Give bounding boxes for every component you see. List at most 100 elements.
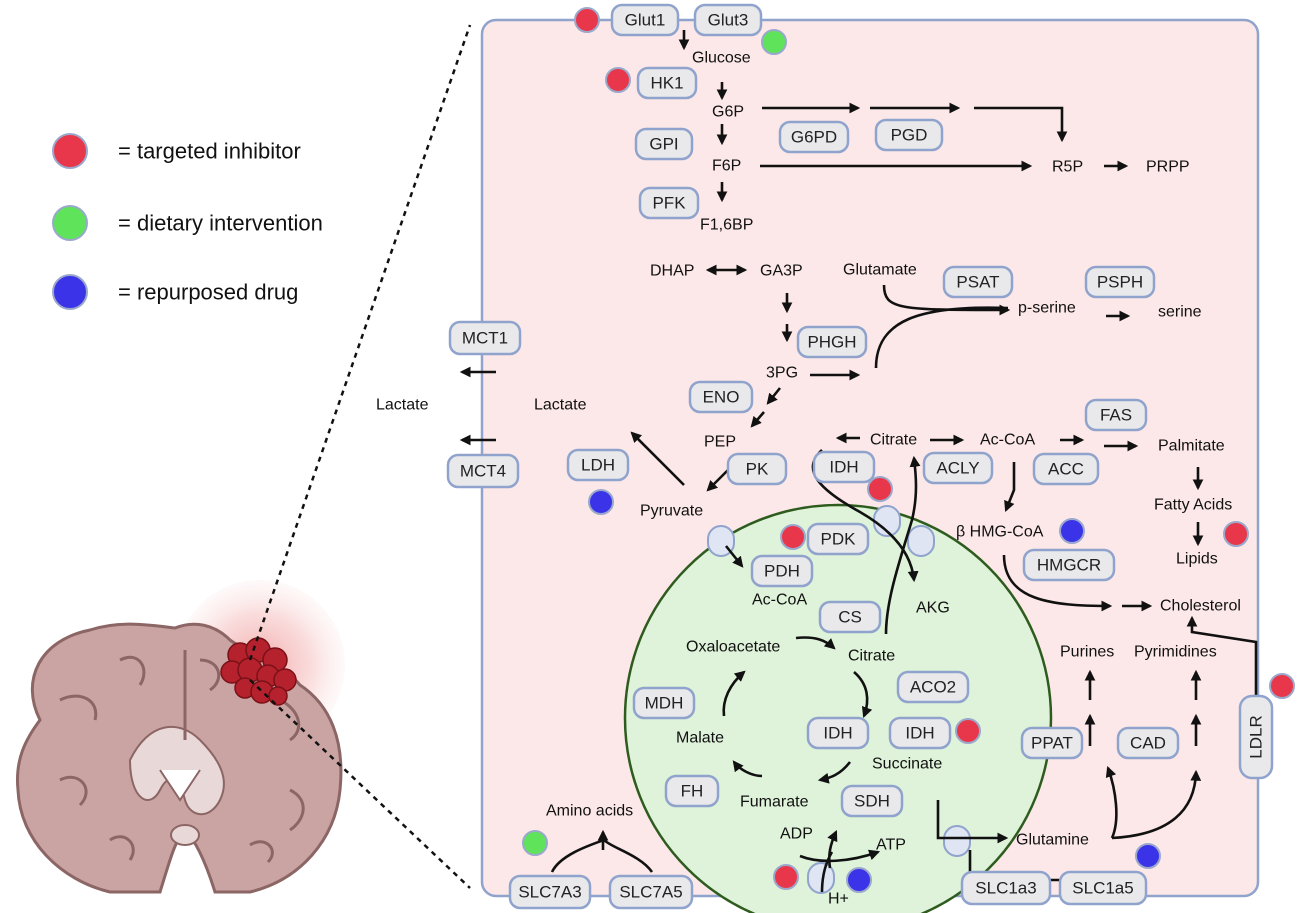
enzyme-acly: ACLY	[922, 451, 994, 485]
svg-text:MCT4: MCT4	[460, 462, 506, 481]
legend-green-dot-icon	[52, 205, 88, 241]
dietary-dot-icon-glucose	[761, 29, 787, 55]
svg-text:CAD: CAD	[1130, 734, 1166, 753]
metabolite-p-serine: p-serine	[1018, 300, 1076, 317]
enzyme-mdh: MDH	[632, 686, 696, 720]
enzyme-ldlr: LDLR	[1238, 694, 1274, 780]
enzyme-cad: CAD	[1116, 726, 1180, 760]
enzyme-slc7a5: SLC7A5	[608, 874, 694, 910]
repurposed-dot-icon-glutamine	[1135, 843, 1161, 869]
enzyme-slc1a3: SLC1a3	[960, 870, 1052, 906]
enzyme-pfk: PFK	[638, 186, 700, 220]
svg-text:PFK: PFK	[652, 194, 686, 213]
metabolite-3pg: 3PG	[766, 365, 798, 382]
metabolite-citrate-mito: Citrate	[848, 648, 895, 665]
svg-text:IDH: IDH	[829, 458, 858, 477]
svg-text:SDH: SDH	[854, 792, 890, 811]
metabolite-glucose: Glucose	[692, 50, 751, 67]
inhibitor-dot-icon-lipids	[1223, 521, 1249, 547]
repurposed-dot-icon-hmgcr	[1059, 518, 1085, 544]
metabolite-amino-acids: Amino acids	[546, 803, 633, 820]
inhibitor-dot-icon-ldlr	[1269, 673, 1295, 699]
enzyme-psat: PSAT	[942, 265, 1014, 299]
enzyme-g6pd: G6PD	[778, 120, 850, 154]
enzyme-pgd: PGD	[874, 118, 944, 152]
repurposed-dot-icon-atp-synthase	[846, 867, 872, 893]
metabolite-lactate-out: Lactate	[376, 397, 429, 414]
svg-text:FH: FH	[681, 782, 704, 801]
metabolite-serine: serine	[1158, 304, 1202, 321]
svg-text:IDH: IDH	[823, 724, 852, 743]
metabolite-adp: ADP	[780, 826, 813, 843]
svg-text:HMGCR: HMGCR	[1037, 556, 1101, 575]
metabolite-succinate: Succinate	[872, 756, 942, 773]
enzyme-pk: PK	[726, 452, 788, 486]
enzyme-eno: ENO	[688, 380, 754, 414]
mitochondrion	[623, 503, 1053, 913]
svg-text:SLC1a5: SLC1a5	[1072, 879, 1133, 898]
metabolite-palmitate: Palmitate	[1158, 438, 1225, 455]
inhibitor-dot-icon-glut1	[574, 7, 600, 33]
enzyme-slc1a5: SLC1a5	[1058, 870, 1148, 906]
enzyme-mct4: MCT4	[446, 453, 520, 489]
metabolite-atp: ATP	[876, 837, 906, 854]
enzyme-phgh: PHGH	[796, 325, 868, 359]
svg-text:ENO: ENO	[703, 388, 740, 407]
metabolite-dhap: DHAP	[650, 263, 694, 280]
svg-text:LDH: LDH	[581, 456, 615, 475]
svg-text:PSAT: PSAT	[956, 273, 999, 292]
svg-text:PHGH: PHGH	[807, 333, 856, 352]
enzyme-idh-cytosolic: IDH	[812, 450, 876, 484]
metabolite-f16bp: F1,6BP	[700, 217, 753, 234]
metabolite-purines: Purines	[1060, 644, 1114, 661]
zoom-line-bottom	[249, 679, 471, 889]
metabolite-glutamine: Glutamine	[1016, 832, 1089, 849]
svg-text:IDH: IDH	[905, 724, 934, 743]
svg-text:PK: PK	[746, 460, 769, 479]
svg-text:Glut1: Glut1	[625, 11, 666, 30]
svg-text:SLC7A3: SLC7A3	[518, 883, 581, 902]
enzyme-pdk: PDK	[806, 522, 870, 556]
svg-text:SLC1a3: SLC1a3	[975, 879, 1036, 898]
enzyme-cs: CS	[818, 600, 882, 634]
metabolite-citrate-cyto: Citrate	[870, 432, 917, 449]
metabolite-pep: PEP	[704, 434, 736, 451]
metabolite-ga3p: GA3P	[760, 263, 803, 280]
enzyme-glut3: Glut3	[693, 3, 763, 37]
svg-text:SLC7A5: SLC7A5	[619, 883, 682, 902]
repurposed-dot-icon-ldh	[588, 489, 614, 515]
enzyme-sdh: SDH	[840, 784, 904, 818]
inhibitor-dot-icon-idh-mito	[955, 718, 981, 744]
metabolite-pyruvate: Pyruvate	[640, 503, 703, 520]
metabolite-g6p: G6P	[712, 104, 744, 121]
enzyme-hmgcr: HMGCR	[1022, 548, 1116, 582]
brain-illustration-icon	[15, 580, 345, 894]
svg-text:ACO2: ACO2	[910, 678, 956, 697]
metabolite-lactate-in: Lactate	[534, 397, 587, 414]
metabolite-acetyl-coa-mito: Ac-CoA	[752, 592, 807, 609]
metabolite-fumarate: Fumarate	[740, 794, 809, 811]
metabolite-oxaloacetate: Oxaloacetate	[686, 639, 780, 656]
enzyme-pdh: PDH	[750, 554, 814, 588]
metabolite-h-plus: H+	[828, 891, 849, 908]
enzyme-fh: FH	[664, 774, 720, 808]
svg-text:Glut3: Glut3	[708, 11, 749, 30]
enzyme-ppat: PPAT	[1020, 726, 1084, 760]
zoom-line-top	[248, 24, 472, 661]
enzyme-psph: PSPH	[1084, 265, 1156, 299]
svg-text:PPAT: PPAT	[1031, 734, 1073, 753]
legend-red-dot-icon	[52, 133, 88, 169]
legend: = targeted inhibitor = dietary intervent…	[52, 133, 323, 310]
enzyme-idh-mito-1: IDH	[806, 716, 870, 750]
enzyme-glut1: Glut1	[610, 3, 680, 37]
enzyme-acc: ACC	[1032, 452, 1100, 486]
enzyme-ldh: LDH	[566, 448, 630, 482]
inhibitor-dot-icon-idh	[867, 476, 893, 502]
metabolite-malate: Malate	[676, 730, 724, 747]
legend-blue-dot-icon	[52, 274, 88, 310]
metabolite-fatty-acids: Fatty Acids	[1154, 497, 1232, 514]
legend-targeted-inhibitor: = targeted inhibitor	[118, 139, 301, 164]
inhibitor-dot-icon-hk1	[605, 67, 631, 93]
enzyme-mct1: MCT1	[448, 320, 522, 356]
